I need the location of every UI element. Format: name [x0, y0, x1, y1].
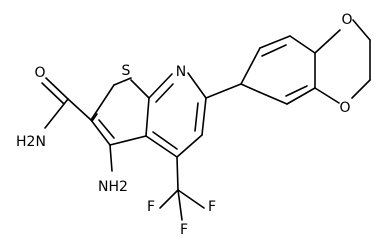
bond [148, 73, 173, 99]
bond [109, 135, 147, 146]
atom-label: N [176, 64, 186, 80]
bond-layer [41, 19, 371, 221]
bond [176, 134, 203, 158]
atom-label: S [122, 63, 131, 79]
bond [45, 77, 69, 100]
bond [286, 87, 316, 105]
atom-label: NH2 [98, 179, 128, 195]
atom-label: F [147, 199, 155, 215]
atom-label: O [341, 12, 352, 28]
bond [98, 119, 115, 139]
atom-label-layer: S N O H2N NH2 O O F F F [16, 12, 352, 238]
bond [155, 83, 174, 103]
bond [91, 113, 98, 122]
bond [259, 35, 291, 49]
bond [130, 79, 150, 99]
bond [176, 156, 179, 191]
bond [177, 189, 183, 221]
bond [240, 83, 260, 93]
atom-label: O [339, 100, 350, 116]
bond [145, 97, 150, 137]
bond [258, 91, 288, 105]
atom-label: F [180, 222, 188, 238]
bond [152, 131, 178, 150]
bond [352, 19, 371, 41]
bond [109, 144, 113, 172]
bond [187, 72, 207, 99]
bond [205, 83, 242, 99]
bond [145, 135, 178, 158]
bond [314, 29, 341, 54]
bond [159, 189, 179, 209]
bond [90, 119, 111, 146]
bond [289, 35, 316, 54]
bond [201, 97, 207, 136]
bond [67, 98, 92, 121]
bond [351, 79, 371, 99]
bond [90, 84, 115, 121]
bond [194, 102, 199, 132]
atom-label: H2N [16, 134, 46, 150]
bond [41, 82, 65, 105]
bond [314, 87, 340, 104]
bond [261, 44, 287, 57]
bond [177, 189, 205, 209]
atom-label: O [34, 65, 45, 81]
bond [44, 98, 69, 129]
bond [113, 77, 132, 86]
atom-label: F [208, 199, 216, 215]
bond [240, 47, 261, 85]
bond [285, 85, 308, 97]
